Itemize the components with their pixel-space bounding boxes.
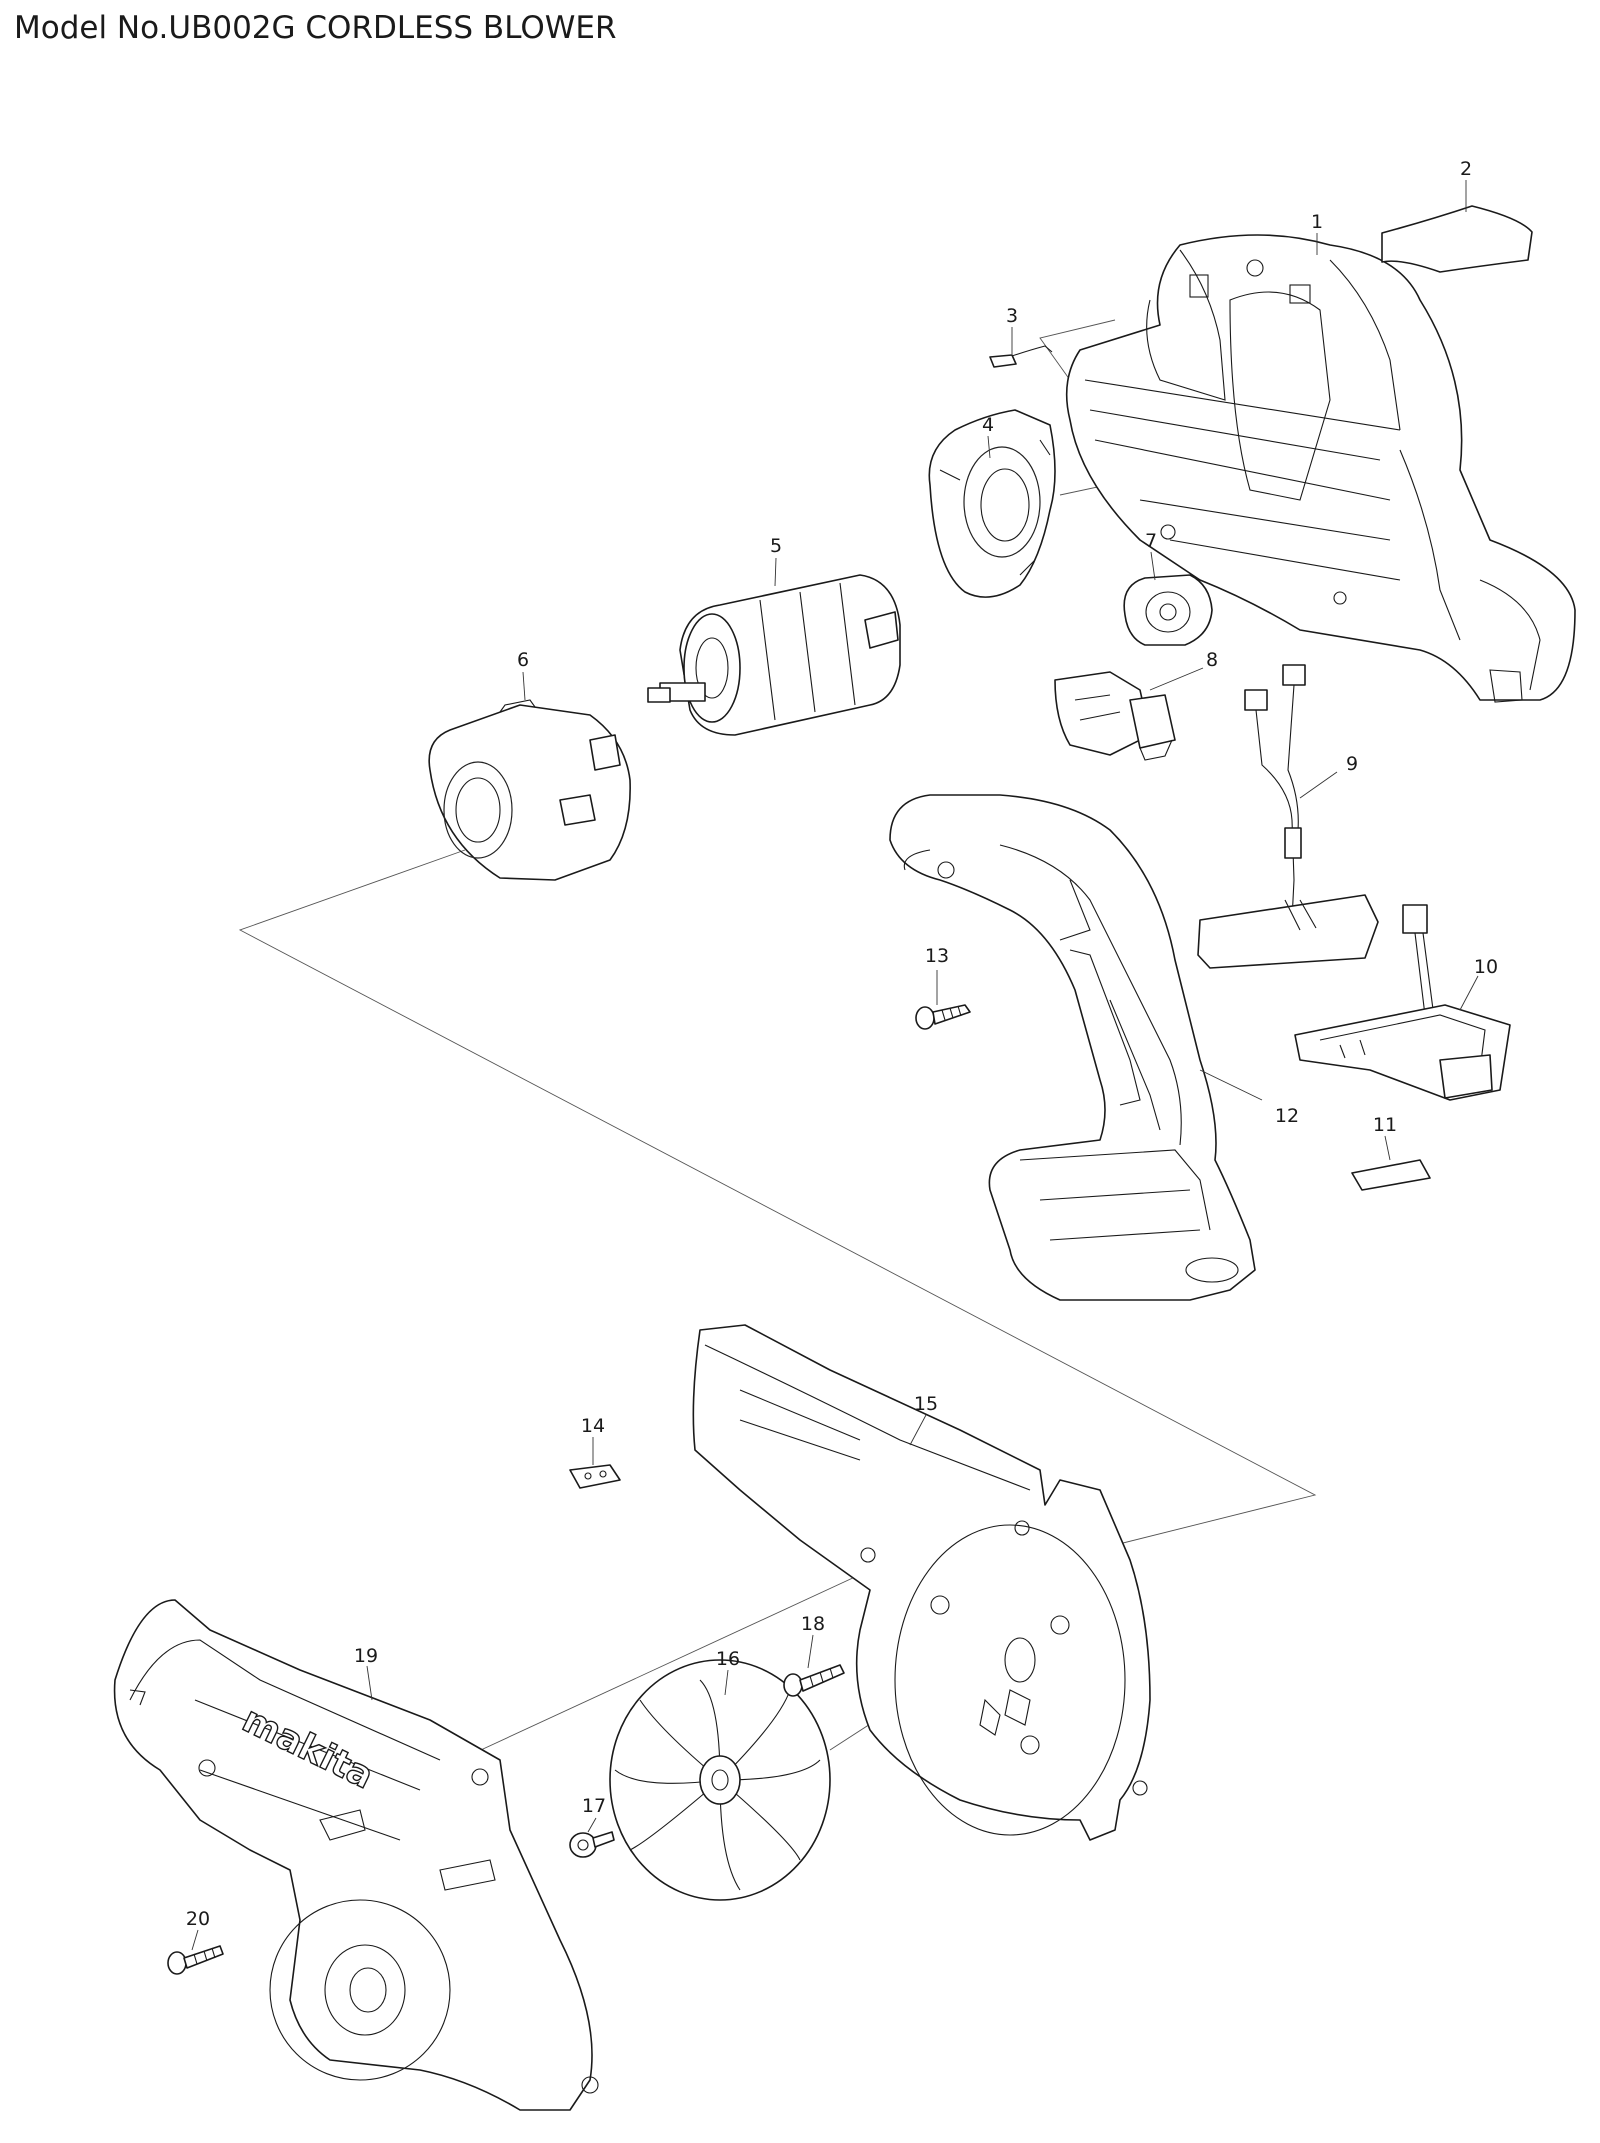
- part-9-lead-wires: [1197, 664, 1379, 969]
- part-5-motor: [647, 574, 901, 736]
- label-part-1: 1: [1311, 211, 1323, 233]
- label-part-13: 13: [925, 945, 949, 967]
- label-part-3: 3: [1006, 305, 1018, 327]
- label-part-2: 2: [1460, 158, 1472, 180]
- label-part-14: 14: [581, 1415, 605, 1437]
- part-7-small-bracket: [1123, 574, 1213, 646]
- label-part-18: 18: [801, 1613, 825, 1635]
- label-part-6: 6: [517, 649, 529, 671]
- part-18-screw: [783, 1664, 845, 1697]
- part-13-screw: [915, 1004, 971, 1030]
- part-6-motor-holder: [428, 699, 631, 881]
- label-part-7: 7: [1145, 530, 1157, 552]
- part-11-small-label: [1351, 1159, 1431, 1191]
- part-14-small-plate: [569, 1464, 621, 1489]
- part-15-fan-housing: [692, 1324, 1151, 1841]
- part-16-fan: [609, 1659, 831, 1901]
- label-part-17: 17: [582, 1795, 606, 1817]
- label-part-9: 9: [1346, 753, 1358, 775]
- label-part-19: 19: [354, 1645, 378, 1667]
- part-20-screw: [167, 1945, 224, 1975]
- part-12-handle-housing: [889, 794, 1256, 1301]
- part-17-nut: [569, 1831, 615, 1858]
- part-1-housing: [1065, 234, 1576, 703]
- label-part-5: 5: [770, 535, 782, 557]
- part-number-labels: 2 1 3 4 5 7 6 8 9 10 13 12 11 14 15 18 1…: [186, 158, 1498, 1930]
- label-part-11: 11: [1373, 1114, 1397, 1136]
- label-part-8: 8: [1206, 649, 1218, 671]
- part-3-spring: [989, 345, 1053, 368]
- part-2-label: [1381, 205, 1533, 273]
- label-part-15: 15: [914, 1393, 938, 1415]
- page-title: Model No.UB002G CORDLESS BLOWER: [14, 10, 617, 46]
- label-part-20: 20: [186, 1908, 210, 1930]
- label-part-4: 4: [982, 414, 994, 436]
- part-10-controller: [1294, 904, 1511, 1101]
- label-part-10: 10: [1474, 956, 1498, 978]
- part-19-front-housing: makita: [113, 1599, 599, 2111]
- label-part-12: 12: [1275, 1105, 1299, 1127]
- leader-lines: [191, 180, 1479, 1951]
- part-8-switch: [1054, 671, 1176, 761]
- label-part-16: 16: [716, 1648, 740, 1670]
- part-4-bracket-ring: [928, 409, 1056, 598]
